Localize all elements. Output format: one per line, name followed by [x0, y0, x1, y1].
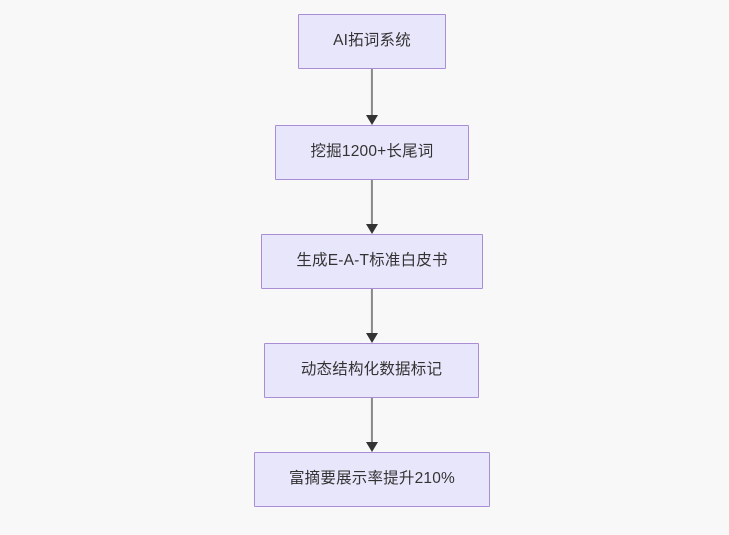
arrow-down-icon [366, 333, 378, 343]
arrow-down-icon [366, 115, 378, 125]
flow-node-generate-eat-whitepaper[interactable]: 生成E-A-T标准白皮书 [261, 234, 483, 289]
flow-node-rich-snippet-rate-increase[interactable]: 富摘要展示率提升210% [254, 452, 490, 507]
arrow-down-icon [366, 442, 378, 452]
flow-edge-1-to-2 [365, 69, 379, 125]
flow-node-label: 生成E-A-T标准白皮书 [296, 252, 448, 270]
edge-line [370, 398, 374, 442]
flow-edge-3-to-4 [365, 289, 379, 343]
edge-line [370, 69, 374, 115]
flow-node-label: 动态结构化数据标记 [300, 361, 443, 379]
flow-node-label: 挖掘1200+长尾词 [310, 143, 434, 161]
flow-node-mine-longtail-keywords[interactable]: 挖掘1200+长尾词 [275, 125, 469, 180]
flow-node-ai-keyword-system[interactable]: AI拓词系统 [298, 14, 446, 69]
flow-edge-4-to-5 [365, 398, 379, 452]
edge-line [370, 180, 374, 224]
edge-line [370, 289, 374, 333]
flow-node-dynamic-structured-data-markup[interactable]: 动态结构化数据标记 [264, 343, 479, 398]
arrow-down-icon [366, 224, 378, 234]
flow-node-label: AI拓词系统 [333, 32, 411, 50]
flow-node-label: 富摘要展示率提升210% [288, 470, 456, 488]
flow-edge-2-to-3 [365, 180, 379, 234]
